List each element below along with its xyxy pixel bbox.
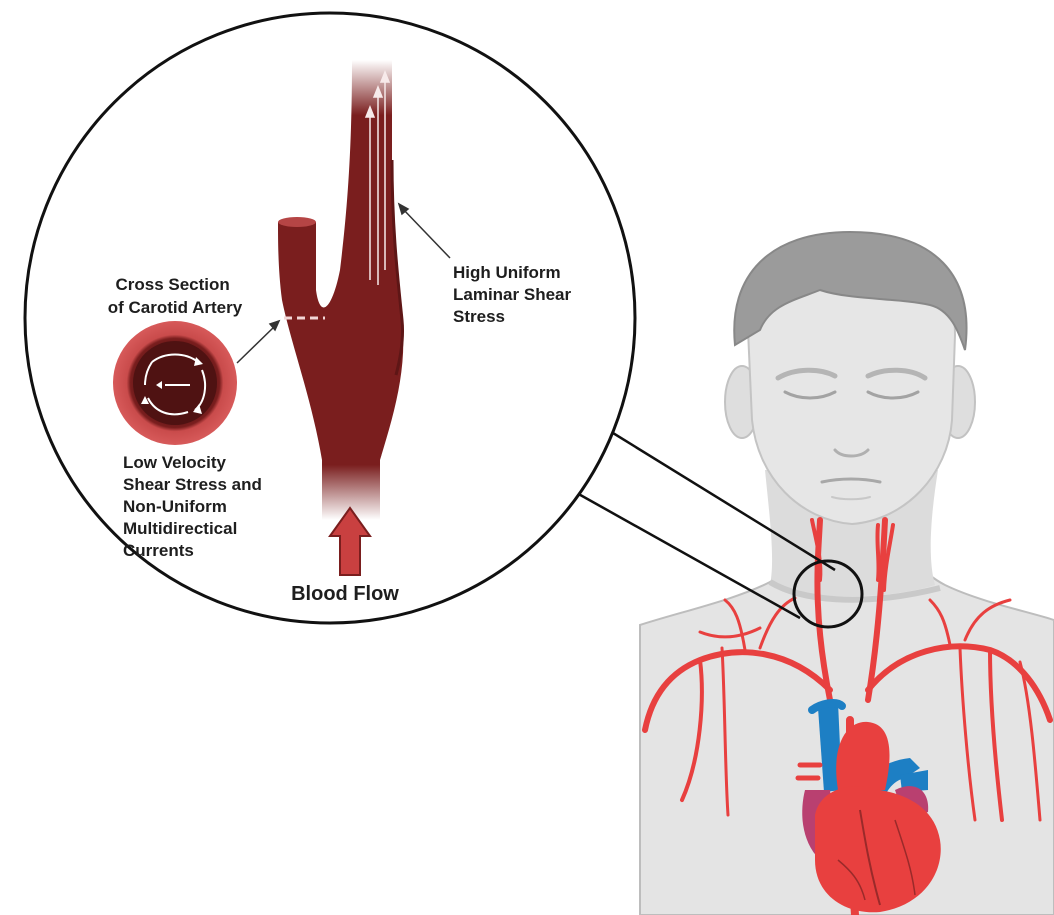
artery-cross-section — [113, 321, 237, 445]
blood-flow-label: Blood Flow — [291, 583, 399, 605]
